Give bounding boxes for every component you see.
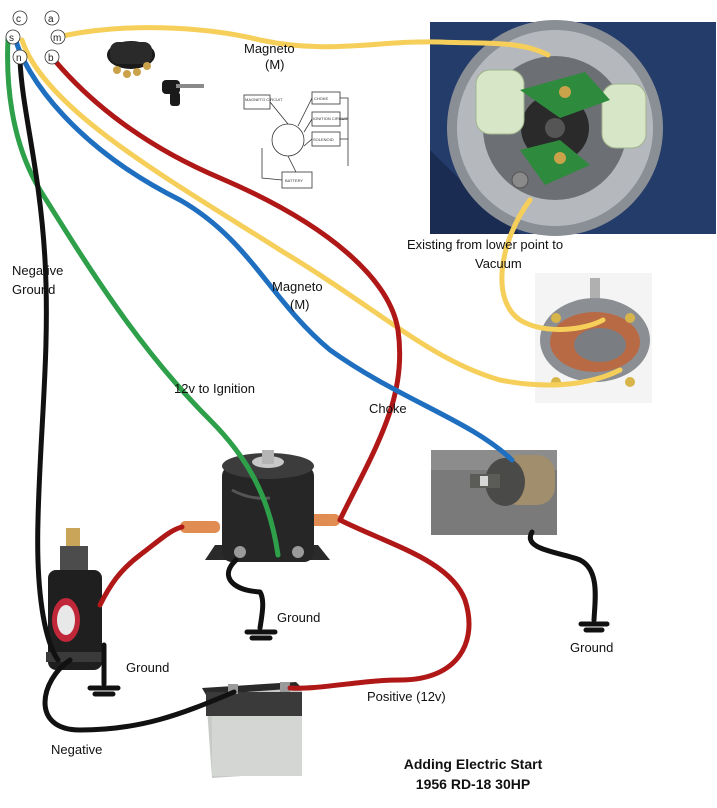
pin-c-label: c: [16, 14, 21, 25]
magneto-wire-top: [59, 25, 551, 58]
starter-motor: [46, 528, 106, 670]
schematic-battery-label: BATTERY: [285, 178, 303, 183]
schematic-choke-label: CHOKE: [314, 96, 329, 101]
choke-solenoid-photo: [431, 450, 557, 535]
ground-starter-label: Ground: [126, 660, 169, 675]
ground-symbol-choke: [578, 621, 610, 633]
pin-s-label: s: [9, 33, 14, 44]
existing-label-line1: Existing from lower point to: [407, 237, 563, 252]
magneto-top-label: Magneto: [244, 41, 295, 56]
pin-n-label: n: [16, 53, 22, 64]
negative-label: Negative: [51, 742, 102, 757]
diagram-title-line1: Adding Electric Start: [404, 756, 543, 772]
starter-solenoid: [180, 450, 340, 562]
negative-ground-wire: [17, 57, 61, 663]
magneto-wire-existing: [499, 197, 606, 332]
key-icon: [162, 80, 204, 106]
ground-symbol-starter: [87, 685, 121, 697]
magneto-mid-label: Magneto: [272, 279, 323, 294]
pin-b-label: b: [48, 53, 54, 64]
positive-wire: [53, 59, 472, 691]
negative-wire: [42, 657, 237, 733]
pin-m-label: m: [53, 33, 61, 44]
starter-positive-wire: [97, 524, 185, 608]
diagram-title-line2: 1956 RD-18 30HP: [416, 776, 530, 792]
schematic-thumbnail: MAGNETO CIRCUIT CHOKE IGNITION CIRCUIT S…: [242, 88, 352, 200]
ignition-wire: [5, 35, 281, 558]
negative-ground-label-line2: Ground: [12, 282, 55, 297]
ignition-switch-photo: [107, 41, 155, 78]
choke-ground-wire: [527, 529, 598, 623]
magneto-wire-lower: [19, 37, 623, 388]
positive-label: Positive (12v): [367, 689, 446, 704]
magneto-top-m-label: (M): [265, 57, 285, 72]
ground-choke-label: Ground: [570, 640, 613, 655]
choke-wire: [11, 31, 515, 463]
magneto-stator-photo: [430, 20, 716, 236]
negative-ground-label-line1: Negative: [12, 263, 63, 278]
ground-solenoid-label: Ground: [277, 610, 320, 625]
schematic-magneto-label: MAGNETO CIRCUIT: [245, 97, 283, 102]
choke-label: Choke: [369, 401, 407, 416]
ignition-label: 12v to Ignition: [174, 381, 255, 396]
switch-pin-legend: c a s m n b: [5, 10, 66, 65]
magneto-mid-m-label: (M): [290, 297, 310, 312]
solenoid-ground-wire: [225, 557, 266, 631]
schematic-solenoid-label: SOLENOID: [313, 137, 334, 142]
schematic-ignition-label: IGNITION CIRCUIT: [313, 116, 349, 121]
ground-symbol-solenoid: [244, 629, 278, 641]
pin-a-label: a: [48, 14, 54, 25]
existing-label-line2: Vacuum: [475, 256, 522, 271]
